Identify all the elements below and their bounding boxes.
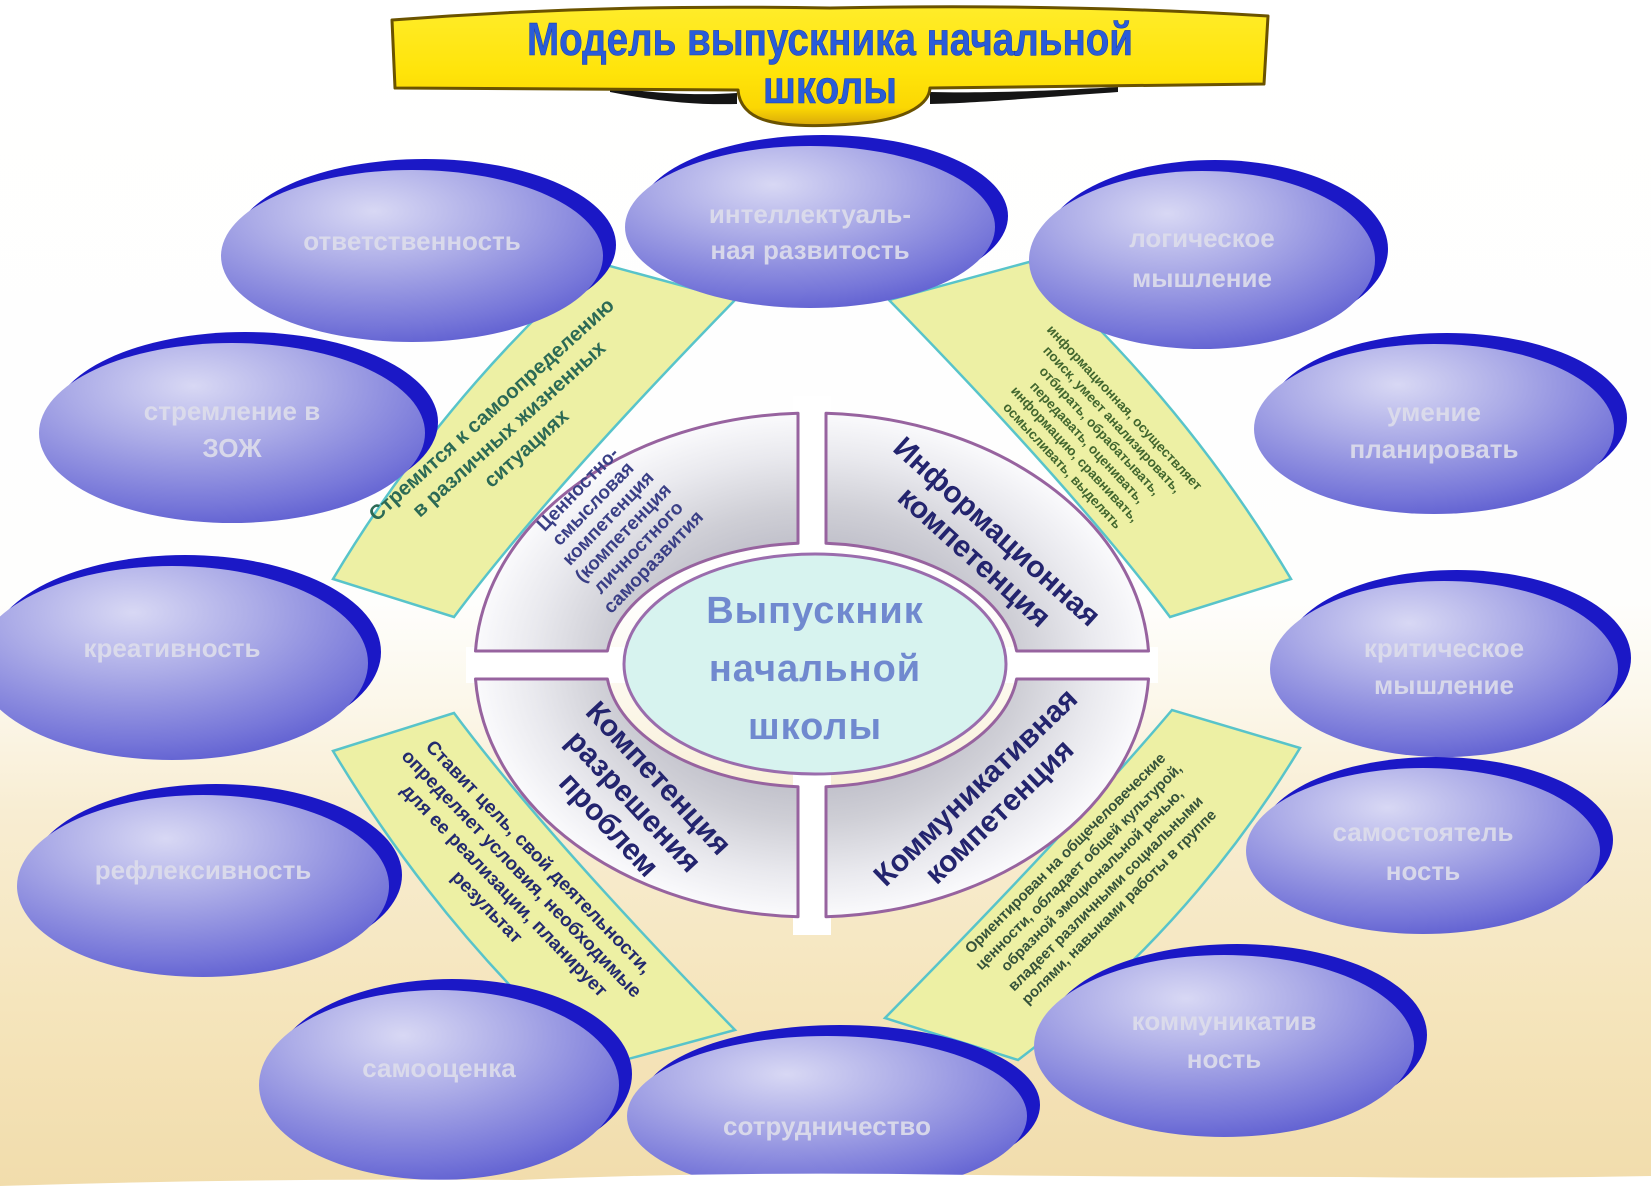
svg-text:самостоятель: самостоятель bbox=[1333, 817, 1514, 847]
svg-text:ная развитость: ная развитость bbox=[710, 235, 909, 265]
svg-text:логическое: логическое bbox=[1129, 223, 1275, 253]
svg-text:ЗОЖ: ЗОЖ bbox=[202, 433, 262, 463]
svg-text:креативность: креативность bbox=[84, 633, 261, 663]
svg-text:ность: ность bbox=[1386, 856, 1460, 886]
svg-text:сотрудничество: сотрудничество bbox=[723, 1111, 931, 1141]
svg-text:критическое: критическое bbox=[1364, 633, 1524, 663]
svg-text:ответственность: ответственность bbox=[303, 226, 521, 256]
svg-text:Выпускник: Выпускник bbox=[706, 590, 924, 632]
svg-text:коммуникатив: коммуникатив bbox=[1132, 1006, 1317, 1036]
svg-text:интеллектуаль-: интеллектуаль- bbox=[709, 199, 911, 229]
svg-text:умение: умение bbox=[1387, 397, 1481, 427]
svg-text:ность: ность bbox=[1187, 1044, 1261, 1074]
svg-text:мышление: мышление bbox=[1374, 670, 1514, 700]
svg-text:школы: школы bbox=[748, 706, 882, 748]
svg-text:самооценка: самооценка bbox=[362, 1053, 516, 1083]
svg-text:рефлексивность: рефлексивность bbox=[95, 855, 312, 885]
svg-text:Модель выпускника начальной: Модель выпускника начальной bbox=[527, 13, 1133, 65]
svg-text:школы: школы bbox=[763, 61, 897, 113]
svg-text:начальной: начальной bbox=[709, 648, 921, 690]
svg-text:стремление в: стремление в bbox=[144, 396, 320, 426]
svg-text:мышление: мышление bbox=[1132, 263, 1272, 293]
svg-text:планировать: планировать bbox=[1350, 434, 1519, 464]
